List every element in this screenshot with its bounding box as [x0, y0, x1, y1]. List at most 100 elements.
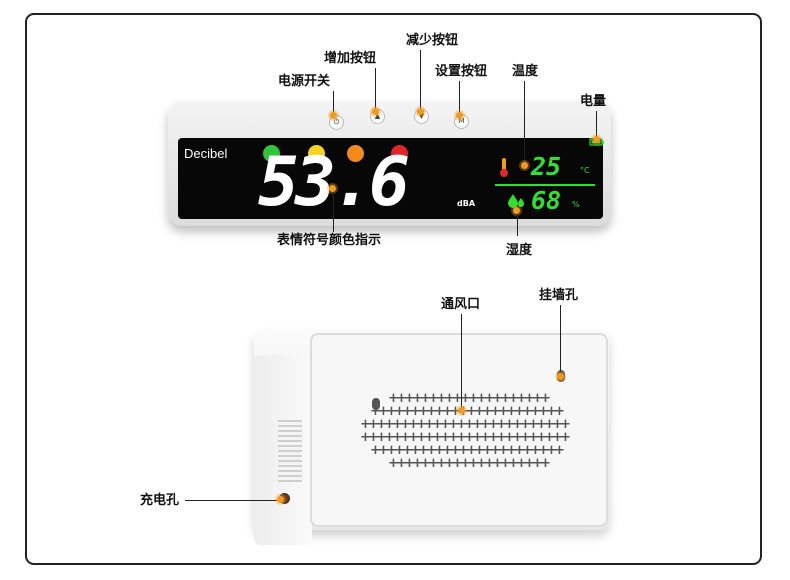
vent-slot: + [554, 404, 565, 419]
vent-slot: + [544, 417, 555, 432]
vent-slot: + [472, 430, 483, 445]
vent-slot: + [400, 417, 411, 432]
marker-dot [458, 407, 465, 414]
vent-slot: + [532, 391, 543, 406]
label-decrease-button: 减少按钮 [406, 33, 459, 48]
vent-slot: + [496, 430, 507, 445]
orange-face-icon [347, 145, 364, 162]
vent-slot: + [484, 391, 495, 406]
label-wall-hole: 挂墙孔 [539, 288, 579, 303]
vent-slot: + [460, 391, 471, 406]
vent-slot: + [418, 404, 429, 419]
vent-slot: + [552, 430, 563, 445]
vent-slot: + [524, 456, 535, 471]
marker-dot [329, 185, 336, 192]
vent-slot: + [408, 430, 419, 445]
label-vent: 通风口 [441, 297, 481, 312]
leader-line [524, 81, 525, 164]
vent-slot: + [544, 430, 555, 445]
vent-slot: + [388, 456, 399, 471]
vent-slot: + [488, 430, 499, 445]
vent-slot: + [370, 404, 381, 419]
vent-slot: + [396, 391, 407, 406]
vent-slot: + [498, 443, 509, 458]
vent-slot: + [480, 430, 491, 445]
label-emoji-indicator: 表情符号颜色指示 [277, 233, 382, 248]
vent-slot: + [408, 417, 419, 432]
outer-frame [25, 13, 762, 565]
vent-slot: + [464, 417, 475, 432]
label-temperature: 温度 [512, 64, 539, 79]
vent-slot: + [378, 443, 389, 458]
vent-slot: + [492, 391, 503, 406]
label-humidity: 湿度 [506, 243, 533, 258]
vent-slot: + [410, 404, 421, 419]
vent-slot: + [392, 430, 403, 445]
vent-slot: + [456, 430, 467, 445]
marker-dot [417, 108, 424, 115]
vent-slot: + [402, 404, 413, 419]
vent-slot: + [496, 417, 507, 432]
vent-slot: + [506, 443, 517, 458]
vent-slot: + [466, 443, 477, 458]
vent-slot: + [376, 417, 387, 432]
label-charging-port: 充电孔 [140, 493, 180, 508]
vent-slot: + [388, 391, 399, 406]
leader-line [461, 314, 462, 408]
humidity-unit: % [572, 200, 580, 209]
leader-line [517, 214, 518, 236]
vent-slot: + [448, 430, 459, 445]
vent-slot: + [424, 417, 435, 432]
vent-slot: + [536, 417, 547, 432]
vent-slot: + [540, 391, 551, 406]
vent-slot: + [394, 404, 405, 419]
vent-slot: + [500, 391, 511, 406]
vent-slot: + [474, 443, 485, 458]
vent-slot: + [426, 443, 437, 458]
wall-mount-hole-left [372, 398, 380, 410]
vent-slot: + [480, 417, 491, 432]
leader-line [420, 50, 421, 109]
marker-dot [521, 162, 528, 169]
side-vent [278, 420, 302, 482]
vent-slot: + [360, 417, 371, 432]
vent-slot: + [468, 391, 479, 406]
vent-slot: + [512, 417, 523, 432]
vent-slot: + [384, 430, 395, 445]
vent-slot: + [464, 430, 475, 445]
meter-display-screen [178, 138, 603, 219]
vent-slot: + [450, 443, 461, 458]
vent-slot: + [444, 391, 455, 406]
vent-slot: + [426, 404, 437, 419]
vent-slot: + [490, 404, 501, 419]
vent-slot: + [452, 456, 463, 471]
vent-slot: + [428, 456, 439, 471]
leader-line [560, 305, 561, 375]
decibel-readout: 53.6 [258, 143, 410, 222]
vent-slot: + [404, 456, 415, 471]
vent-slot: + [512, 430, 523, 445]
vent-slot: + [532, 456, 543, 471]
vent-slot: + [448, 417, 459, 432]
vent-slot: + [488, 417, 499, 432]
vent-slot: + [504, 430, 515, 445]
vent-slot: + [402, 443, 413, 458]
vent-slot: + [490, 443, 501, 458]
vent-slot: + [552, 417, 563, 432]
vent-slot: + [436, 391, 447, 406]
vent-slot: + [482, 404, 493, 419]
green-face-icon [263, 145, 280, 162]
vent-slot: + [508, 391, 519, 406]
temperature-unit: °C [580, 166, 590, 175]
vent-slot: + [368, 417, 379, 432]
vent-slot: + [508, 456, 519, 471]
temperature-readout: 25 [531, 152, 562, 181]
meter-back-panel [310, 333, 608, 527]
label-settings-button: 设置按钮 [435, 64, 488, 79]
vent-slot: + [560, 430, 571, 445]
marker-dot [372, 108, 379, 115]
vent-slot: + [392, 417, 403, 432]
vent-slot: + [460, 456, 471, 471]
vent-slot: + [560, 417, 571, 432]
leader-line [185, 500, 277, 501]
